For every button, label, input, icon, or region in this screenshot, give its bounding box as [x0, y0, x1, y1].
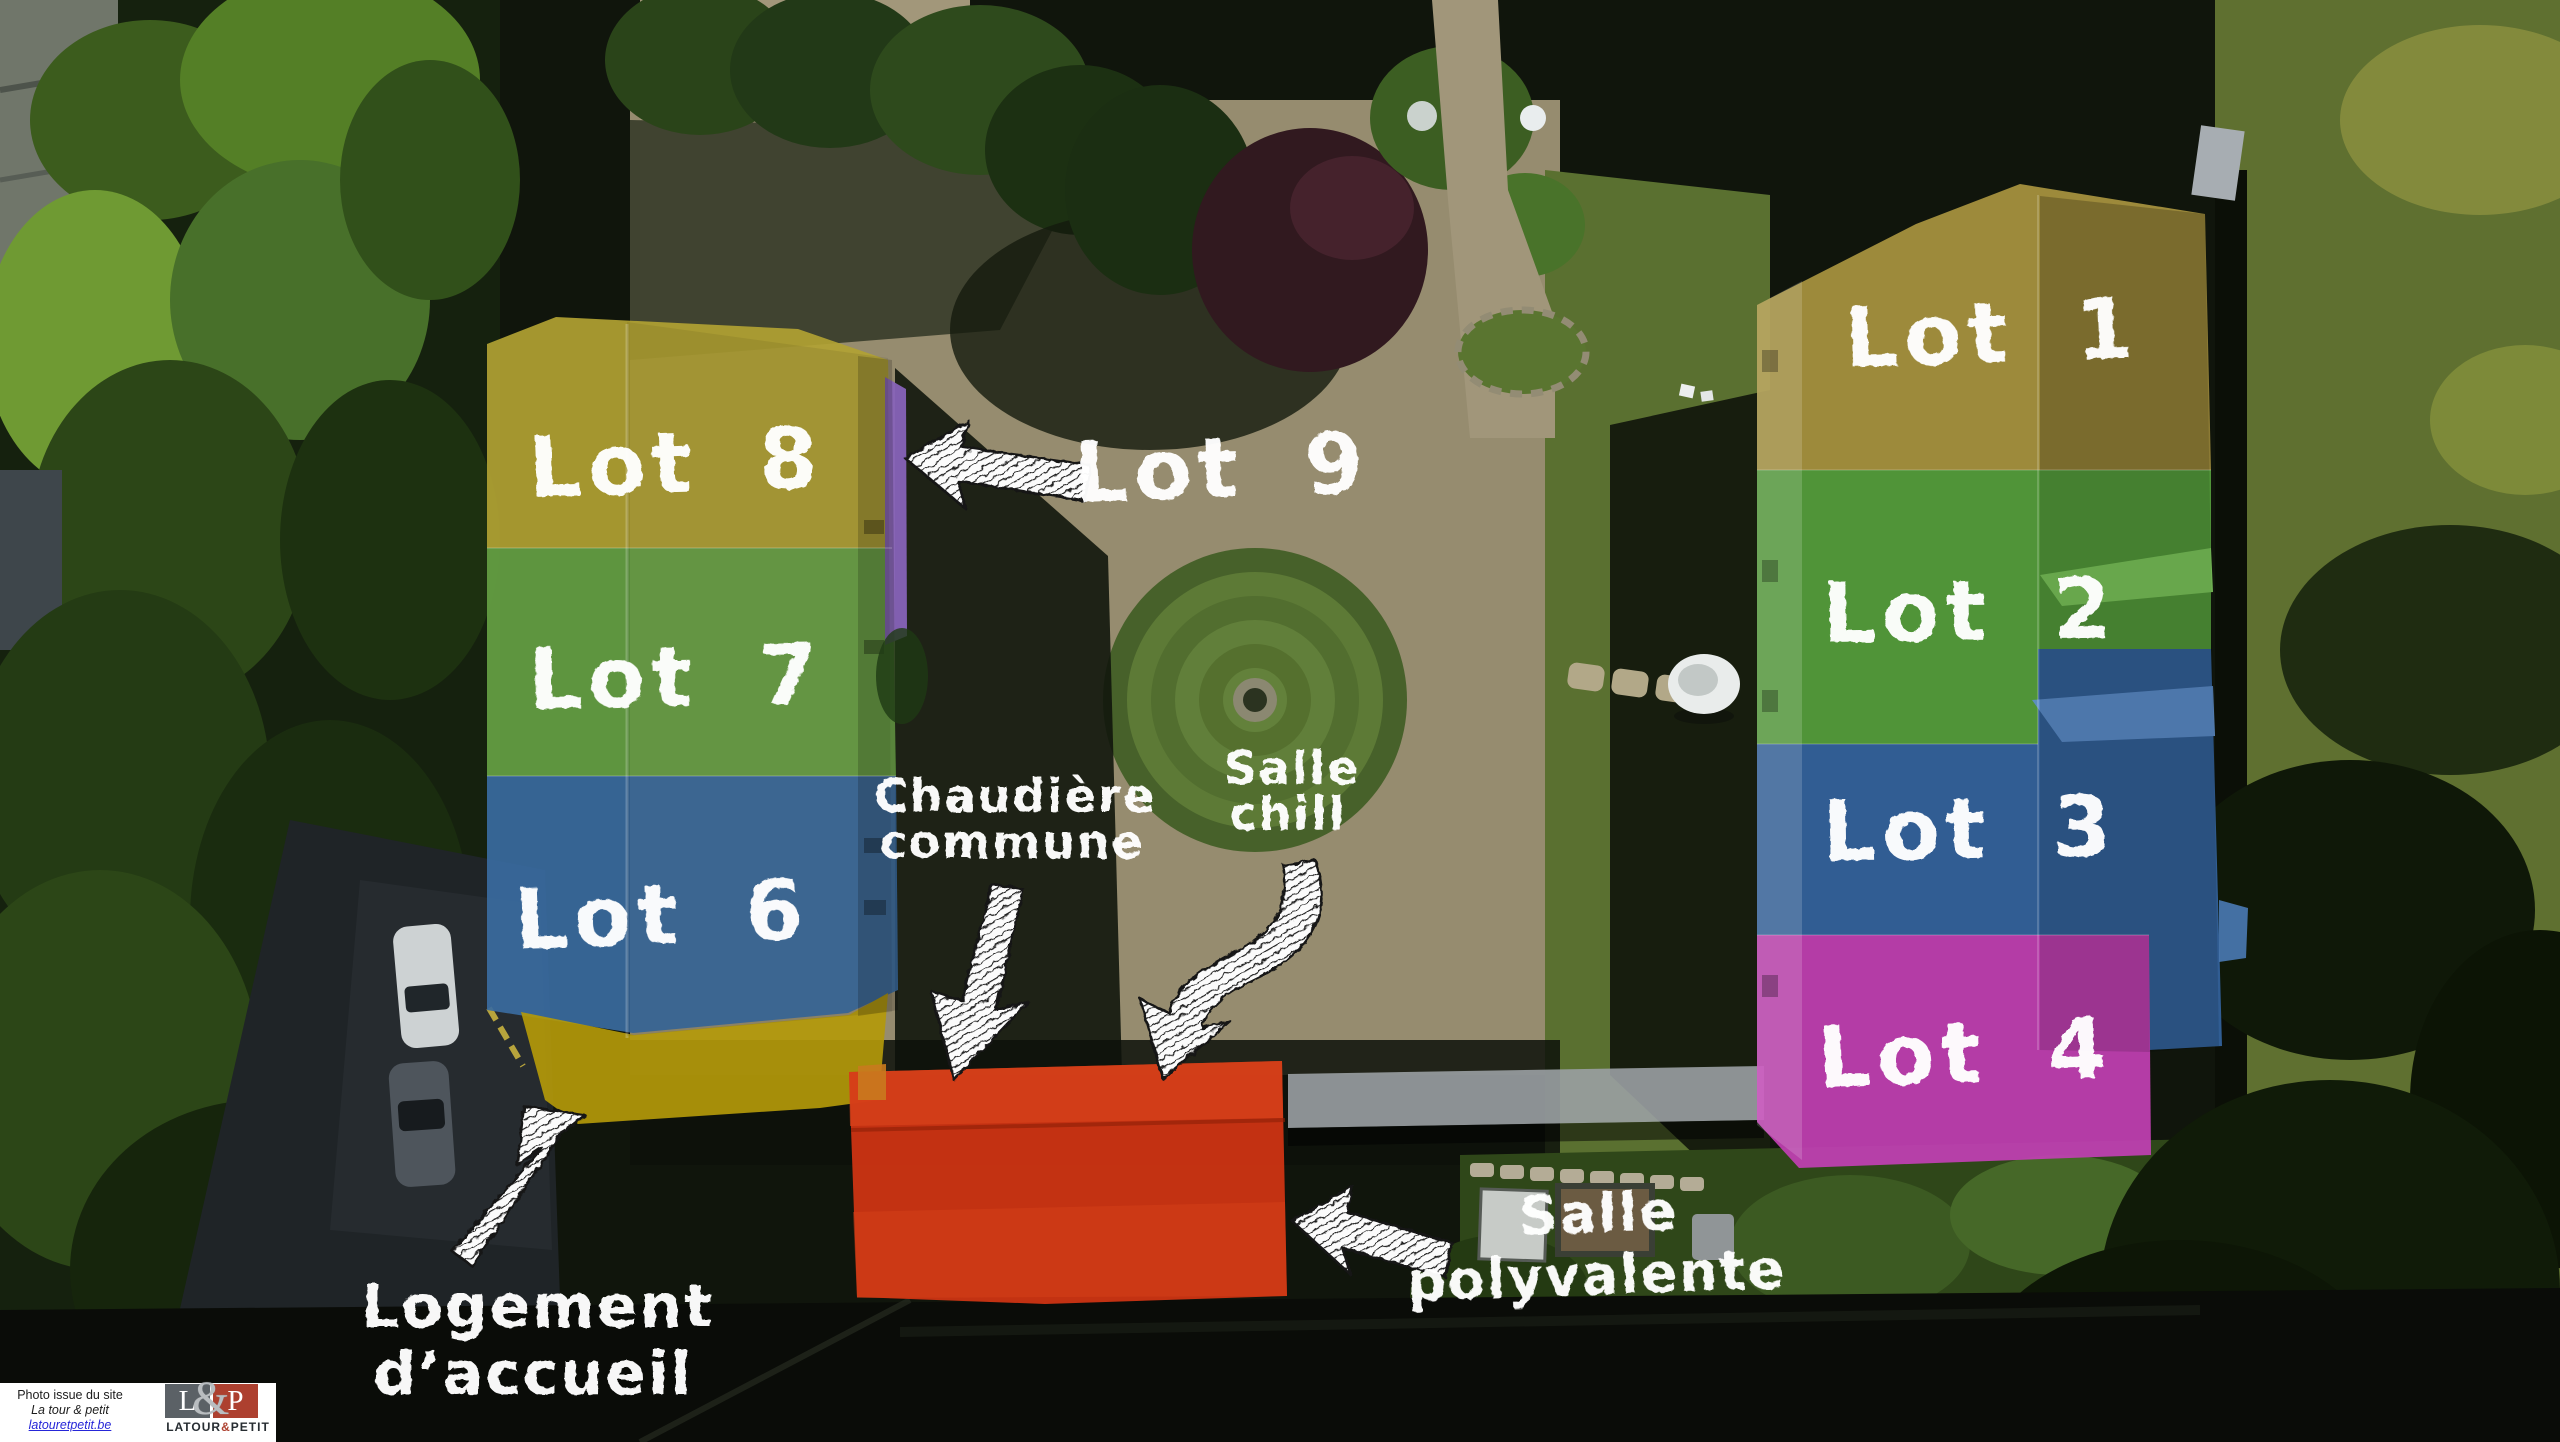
lot-7-overlay: [487, 548, 896, 776]
logement-label-line1: Logement: [361, 1272, 715, 1342]
lot-1-overlay: [1757, 184, 2211, 470]
logo-ampersand: &: [192, 1372, 230, 1425]
chaudiere-label-line1: Chaudière: [874, 769, 1156, 823]
salle-chill-label-line2: chill: [1229, 787, 1346, 841]
garden-wall: [1288, 1066, 1764, 1128]
lot-1-label: Lot 1: [1843, 279, 2141, 387]
lot-7-label: Lot 7: [528, 625, 825, 728]
salle-polyvalente-arrow-icon: [1290, 1184, 1454, 1279]
right-house-shadow: [1610, 390, 1770, 1165]
photo-credit-text: Photo issue du site La tour & petit lato…: [4, 1388, 136, 1433]
lot-3-overlay: [1757, 649, 2222, 1050]
right-house-overlays: [1757, 125, 2248, 1168]
logo-square-right: P: [213, 1384, 258, 1418]
lot-2-overlay: [1757, 470, 2211, 744]
car-white: [393, 923, 460, 1049]
picnic-table: [1692, 1214, 1734, 1260]
white-dome: [1407, 101, 1437, 131]
satellite-dish: [1668, 654, 1740, 724]
salle-polyvalente-label-line2: polyvalente: [1406, 1237, 1787, 1313]
left-house-overlays: [487, 317, 928, 1124]
logement-arrow-icon: [450, 1104, 587, 1268]
lot-9-overlay: [885, 377, 907, 645]
latour-petit-logo: L P & LATOUR&PETIT: [162, 1375, 274, 1442]
chaudiere-label-line2: commune: [879, 815, 1144, 869]
logo-caption-amp: &: [221, 1420, 231, 1434]
white-sphere: [1520, 105, 1546, 131]
salle-polyvalente-label-line1: Salle: [1518, 1179, 1679, 1248]
logo-caption-right: PETIT: [230, 1420, 270, 1434]
logo-caption-left: LATOUR: [166, 1420, 222, 1434]
logo-caption: LATOUR&PETIT: [162, 1420, 274, 1434]
lot-9-label: Lot 9: [1073, 414, 1371, 522]
lot9-arrow-icon: [903, 419, 1092, 511]
bottom-road: [0, 1288, 2560, 1442]
logo-letter-l: L: [178, 1385, 197, 1417]
credit-line1: Photo issue du site: [17, 1388, 123, 1402]
salle-chill-label-line1: Salle: [1224, 741, 1361, 795]
lot-8-overlay: [487, 317, 892, 548]
lot-8-label: Lot 8: [527, 409, 825, 517]
garden-stones-row: [1470, 1163, 1704, 1191]
logement-accueil-overlay: [521, 993, 888, 1124]
garden-chair: [1678, 383, 1696, 399]
logement-label-line2: d’accueil: [373, 1339, 693, 1409]
lot-6-label: Lot 6: [513, 861, 811, 969]
credit-line2: La tour & petit: [31, 1403, 109, 1417]
common-building-overlay: [849, 1061, 1764, 1304]
lot-4-label: Lot 4: [1816, 999, 2114, 1107]
photo-credit-box: Photo issue du site La tour & petit lato…: [0, 1375, 276, 1442]
dormer-blue: [2032, 686, 2215, 742]
credit-link[interactable]: latouretpetit.be: [28, 1418, 112, 1432]
lot-2-label: Lot 2: [1822, 559, 2119, 662]
dormer-green: [2040, 548, 2213, 606]
chimney: [2191, 125, 2245, 201]
lot-6-overlay: [487, 776, 898, 1033]
logo-letter-p: P: [227, 1385, 244, 1417]
left-house-shadow: [895, 368, 1122, 1075]
annotation-arrows: [450, 419, 1454, 1279]
chaudiere-arrow-icon: [929, 882, 1030, 1082]
annotation-labels: Lot 8 Lot 9 Lot 7 Lot 6 Lot 1 Lot 2 Lot …: [361, 279, 2141, 1409]
lot-3-label: Lot 3: [1822, 777, 2119, 880]
lot-4-overlay: [1757, 935, 2151, 1168]
circular-lawn: [1103, 548, 1407, 852]
car-grey: [388, 1061, 456, 1187]
tarp-shed: [1477, 1187, 1549, 1263]
logo-square-left: L: [165, 1384, 210, 1418]
salle-chill-arrow-icon: [1138, 858, 1323, 1081]
open-shed: [1555, 1183, 1655, 1257]
